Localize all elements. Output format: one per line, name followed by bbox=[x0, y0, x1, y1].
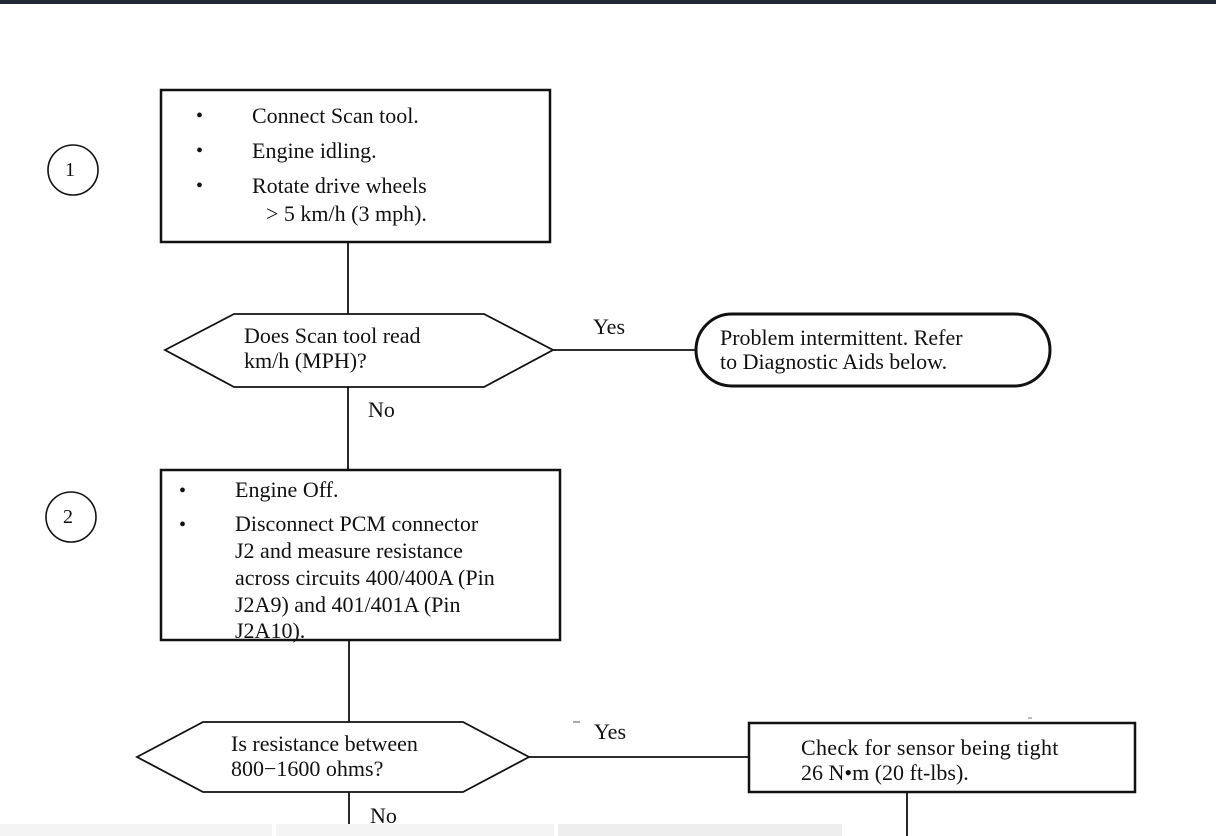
decision-2-no-label: No bbox=[370, 803, 397, 828]
step-1-item-2: Engine idling. bbox=[252, 138, 377, 163]
decision-2-yes-label: Yes bbox=[594, 719, 627, 744]
bullet-dot: • bbox=[179, 480, 187, 502]
result-2-box bbox=[747, 721, 1137, 794]
decision-1-result-line1: Problem intermittent. Refer bbox=[720, 325, 963, 350]
decision-1-question-line2: km/h (MPH)? bbox=[244, 348, 367, 373]
step-1-number: 1 bbox=[65, 159, 75, 181]
step-1-circle bbox=[47, 144, 99, 196]
top-border-bar bbox=[0, 0, 1216, 4]
decision-2-result-line2: 26 N•m (20 ft-lbs). bbox=[801, 760, 969, 785]
step-2-item-2-cont-4: J2A10). bbox=[235, 618, 306, 643]
step-2-item-2-cont-2: across circuits 400/400A (Pin bbox=[235, 565, 495, 590]
result-1-oval bbox=[694, 312, 1052, 388]
step-1-item-3-cont: > 5 km/h (3 mph). bbox=[266, 201, 427, 226]
step-2-box bbox=[159, 468, 562, 642]
step-2-item-2: Disconnect PCM connector bbox=[235, 511, 479, 536]
step-1-item-1: Connect Scan tool. bbox=[252, 103, 419, 128]
step-1-box bbox=[159, 88, 552, 244]
step-2-circle bbox=[45, 491, 97, 543]
decision-1-no-label: No bbox=[368, 397, 395, 422]
decision-1-yes-label: Yes bbox=[593, 314, 626, 339]
step-2-item-2-cont-1: J2 and measure resistance bbox=[235, 538, 463, 563]
page-fragment bbox=[558, 824, 842, 836]
decision-1-result-line2: to Diagnostic Aids below. bbox=[720, 349, 948, 374]
page-fragment bbox=[276, 824, 554, 836]
step-2-number: 2 bbox=[63, 506, 73, 528]
step-2-item-2-cont-3: J2A9) and 401/401A (Pin bbox=[235, 592, 461, 617]
bullet-dot: • bbox=[196, 105, 204, 127]
decision-1-question-line1: Does Scan tool read bbox=[244, 323, 421, 348]
step-2-item-1: Engine Off. bbox=[235, 477, 339, 502]
bullet-dot: • bbox=[196, 175, 204, 197]
bullet-dot: • bbox=[179, 514, 187, 536]
decision-2-question-line1: Is resistance between bbox=[231, 731, 418, 756]
bullet-dot: • bbox=[196, 140, 204, 162]
decision-2-question-line2: 800−1600 ohms? bbox=[231, 756, 384, 781]
step-1-item-3: Rotate drive wheels bbox=[252, 173, 427, 198]
page-fragment bbox=[0, 824, 272, 836]
decision-2-result-line1: Check for sensor being tight bbox=[801, 735, 1059, 760]
